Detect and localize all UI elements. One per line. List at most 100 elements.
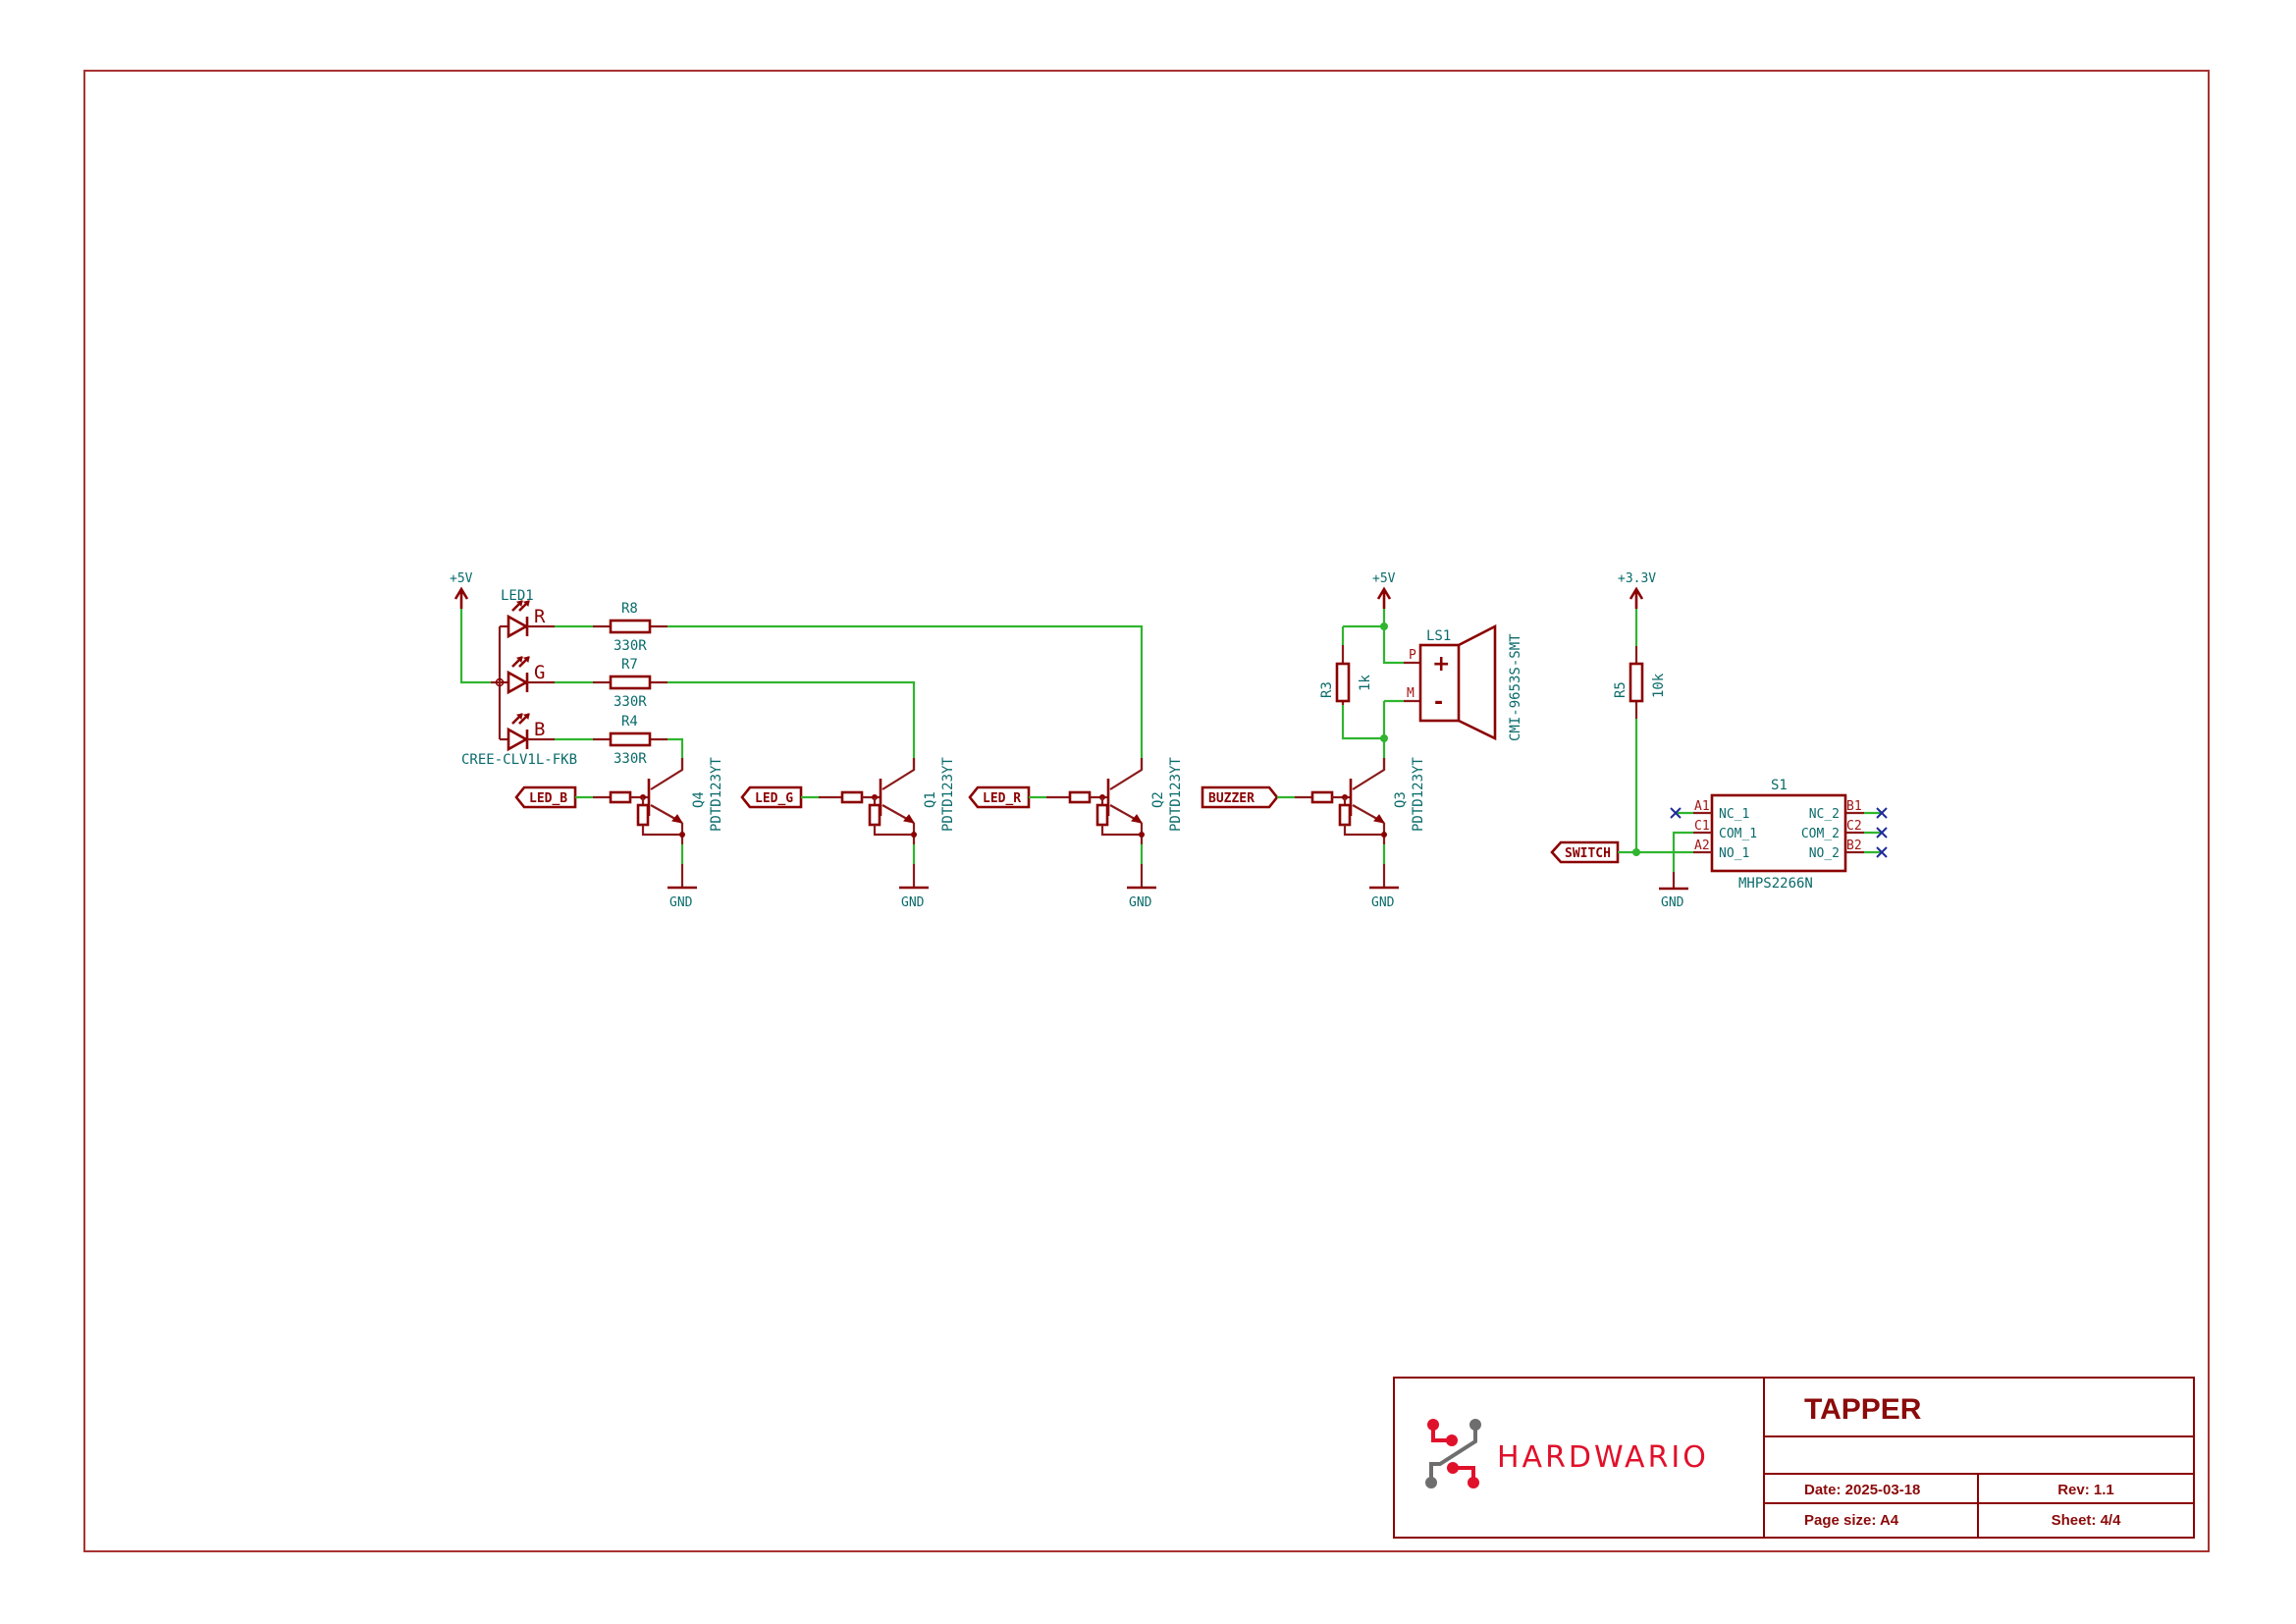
resistor-ref: R7	[621, 657, 638, 673]
emitter-arrow-icon	[903, 814, 916, 824]
revision-field: Rev: 1.1	[2057, 1482, 2114, 1498]
power-3v3: +3.3V	[1618, 571, 1656, 609]
led-value: CREE-CLV1L-FKB	[461, 752, 577, 768]
hardwario-logo: HARDWARIO	[1425, 1419, 1709, 1489]
resistor-ref: R4	[621, 714, 638, 730]
pin-name: COM_1	[1719, 827, 1757, 841]
net-label	[968, 785, 1031, 809]
base-resistor	[1310, 790, 1334, 804]
led-diode-g: G	[507, 656, 545, 695]
net-label-switch: SWITCH	[1550, 840, 1620, 864]
power-5v-buzzer: +5V	[1372, 571, 1396, 609]
transistor-value: PDTD123YT	[1411, 757, 1426, 832]
title-block: HARDWARIO TAPPER Date: 2025-03-18 Rev: 1…	[1393, 1377, 2195, 1539]
pulldown-resistor	[636, 803, 650, 827]
transistor-ref: Q3	[1393, 791, 1409, 808]
junction	[1380, 623, 1388, 630]
junction	[495, 677, 505, 687]
net-label-text: LED_B	[529, 791, 567, 806]
pin-number: P	[1409, 648, 1416, 663]
transistor-ref: Q4	[691, 791, 707, 808]
transistor-ref: Q2	[1150, 791, 1166, 808]
net-label-text: SWITCH	[1565, 846, 1611, 861]
switch-ref: S1	[1771, 778, 1788, 793]
emitter-arrow-icon	[1131, 814, 1144, 824]
emitter-arrow-icon	[1373, 814, 1386, 824]
power-5v-led: +5V	[450, 571, 473, 609]
resistor-value: 10k	[1651, 673, 1667, 698]
resistor-value: 330R	[614, 638, 647, 654]
project-title: TAPPER	[1804, 1393, 1922, 1426]
pulldown-resistor	[1095, 803, 1109, 827]
led-diode-r: R	[507, 600, 546, 639]
net-label-text: BUZZER	[1208, 791, 1255, 806]
buzzer-ls1: P M + - LS1 CMI-9653S-SMT	[1404, 623, 1523, 741]
pin-name: NO_2	[1809, 846, 1840, 861]
transistor-value: PDTD123YT	[1168, 757, 1184, 832]
led-channel-label: G	[534, 662, 545, 683]
transistor-value: PDTD123YT	[709, 757, 724, 832]
emitter-arrow-icon	[671, 814, 684, 824]
pin-name: NC_1	[1719, 807, 1749, 822]
buzzer-value: CMI-9653S-SMT	[1508, 633, 1523, 741]
buzzer-section: +5V R3 1k P M + - LS1 CMI-9653S-SMT	[1319, 571, 1523, 758]
transistor-value: PDTD123YT	[940, 757, 956, 832]
led-channel-label: R	[534, 606, 546, 627]
pin-name: NO_1	[1719, 846, 1749, 861]
resistor-ref: R3	[1319, 681, 1335, 698]
gnd-label: GND	[1371, 895, 1395, 910]
net-label	[740, 785, 803, 809]
net-label	[1201, 785, 1279, 809]
pin-number: A2	[1694, 839, 1710, 853]
no-connect-icon	[1670, 807, 1682, 819]
led-ref: LED1	[501, 588, 534, 604]
net-label-text: LED_R	[983, 791, 1021, 806]
no-connect-icon	[1876, 807, 1888, 858]
led-diode-b: B	[507, 713, 545, 752]
pin-number: B2	[1846, 839, 1862, 853]
buzzer-minus-sign: -	[1434, 690, 1443, 715]
net-label-text: LED_G	[755, 791, 793, 806]
pin-number: C2	[1846, 819, 1862, 834]
transistor-ref: Q1	[923, 791, 938, 808]
pin-number: M	[1407, 686, 1415, 701]
resistor-r7: R7 330R	[593, 657, 667, 710]
gnd-label: GND	[1661, 895, 1684, 910]
led-section: +5V LED1 CREE-CLV1L-FKB R G B	[450, 571, 1144, 768]
resistor-value: 1k	[1358, 675, 1373, 691]
resistor-r8: R8 330R	[593, 601, 667, 654]
gnd-label: GND	[1129, 895, 1152, 910]
base-resistor	[1068, 790, 1092, 804]
brand-name: HARDWARIO	[1497, 1440, 1709, 1475]
pin-name: COM_2	[1801, 827, 1840, 841]
page-size-field: Page size: A4	[1804, 1512, 1899, 1529]
power-label: +3.3V	[1618, 571, 1656, 586]
pin-number: A1	[1694, 799, 1710, 814]
pulldown-resistor	[1338, 803, 1352, 827]
pin-name: NC_2	[1809, 807, 1840, 822]
base-resistor	[609, 790, 632, 804]
resistor-r5: R5 10k	[1613, 646, 1667, 719]
switch-section: +3.3V R5 10k SWITCH GND S1 MHPS2266N A1 …	[1550, 571, 1888, 910]
pin-number: C1	[1694, 819, 1710, 834]
pulldown-resistor	[868, 803, 881, 827]
power-label: +5V	[1372, 571, 1396, 586]
sheet-frame	[83, 70, 2210, 1552]
sheet-number-field: Sheet: 4/4	[2052, 1512, 2122, 1529]
junction	[1632, 848, 1640, 856]
date-field: Date: 2025-03-18	[1804, 1482, 1920, 1498]
net-label	[514, 785, 577, 809]
switch-value: MHPS2266N	[1738, 876, 1813, 892]
resistor-r3: R3 1k	[1319, 645, 1373, 705]
buzzer-ref: LS1	[1426, 628, 1451, 644]
led-channel-label: B	[534, 719, 545, 740]
resistor-ref: R8	[621, 601, 638, 617]
resistor-ref: R5	[1613, 681, 1629, 698]
gnd-label: GND	[669, 895, 693, 910]
